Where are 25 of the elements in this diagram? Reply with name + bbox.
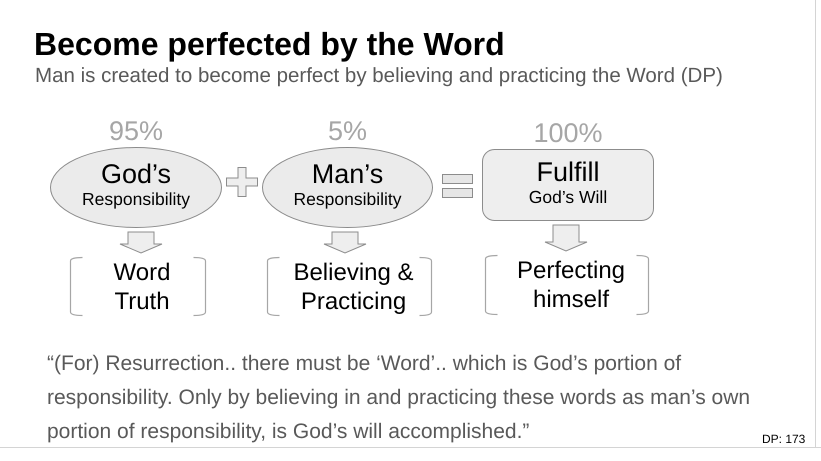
rounded-box (482, 149, 654, 221)
node-text: Word Truth (112, 258, 172, 316)
node-subtext: God’s Will (528, 187, 608, 208)
node-heading: Man’s (312, 160, 384, 188)
oval-node (262, 147, 433, 228)
node-heading: Fulfill (536, 158, 600, 187)
bracket-node (267, 257, 432, 316)
node-text: Perfecting himself (516, 256, 626, 314)
bracket-node (485, 255, 649, 315)
percentage-label: 5% (326, 116, 368, 146)
block-arrow (120, 232, 162, 254)
node-subtext: Responsibility (82, 188, 190, 210)
reference-text: DP: 173 (762, 432, 806, 446)
subtitle: Man is created to become perfect by believing and practicing the Word (DP) (35, 64, 723, 88)
percentage-label: 95% (108, 116, 164, 146)
quote-text: “(For) Resurrection.. there must be ‘Word’.. which is God’s portion of responsibility. Only by believing in and practicing these words as man’s own portion of responsibility, is God’s will accomplished.” (47, 351, 752, 445)
percentage-label: 100% (532, 118, 604, 148)
block-arrow (324, 232, 366, 254)
block-arrow (544, 224, 588, 252)
slide-title: Become perfected by the Word (34, 25, 505, 63)
node-subtext: Responsibility (294, 188, 402, 210)
node-text: Believing & Practicing (292, 258, 415, 316)
bracket-node (70, 257, 206, 316)
oval-node (50, 147, 222, 228)
node-heading: God’s (100, 160, 172, 188)
